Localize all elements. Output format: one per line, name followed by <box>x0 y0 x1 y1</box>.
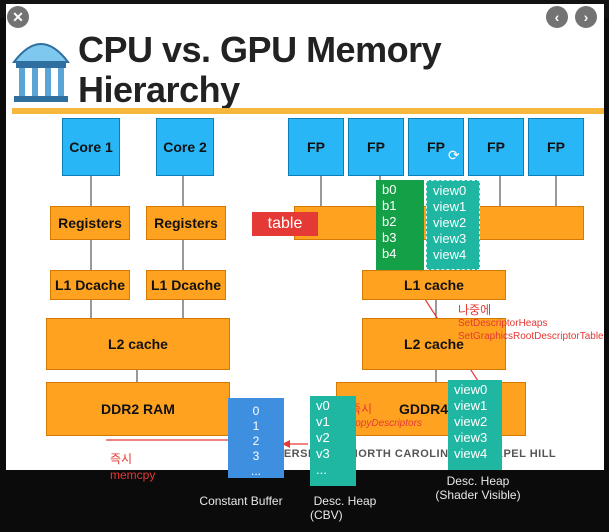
cpu-l1-dcache-1: L1 Dcache <box>50 270 130 300</box>
refresh-icon: ⟳ <box>448 147 460 163</box>
university-logo <box>11 43 71 102</box>
slide-title: CPU vs. GPU Memory Hierarchy <box>78 30 498 110</box>
gpu-l2-cache: L2 cache <box>362 318 506 370</box>
cb-item: ... <box>250 464 261 478</box>
gpu-fp-2: FP <box>348 118 404 176</box>
view-item: view2 <box>433 215 467 230</box>
view-item: view2 <box>454 414 488 429</box>
gpu-fp-4: FP <box>468 118 524 176</box>
cb-item: 1 <box>252 419 260 433</box>
note-immediate-memcpy: 즉시 <box>110 452 133 466</box>
previous-button[interactable]: ‹ <box>546 6 568 28</box>
caption-line: Desc. Heap <box>313 494 377 508</box>
b-register: b1 <box>382 198 397 213</box>
b-register: b4 <box>382 246 397 261</box>
cb-item: 2 <box>252 434 260 448</box>
cbv-item: v3 <box>316 446 330 461</box>
cpu-registers-1: Registers <box>50 206 130 240</box>
desc-heap-shader-visible: view0 view1 view2 view3 view4 <box>448 380 502 470</box>
close-button[interactable]: ✕ <box>7 6 29 28</box>
cpu-core-1: Core 1 <box>62 118 120 176</box>
slide-title-line-2: Hierarchy <box>78 69 240 110</box>
constant-buffer-box: 0 1 2 3 ... <box>228 398 284 478</box>
view-item: view3 <box>454 430 488 445</box>
cbv-item: v1 <box>316 414 330 429</box>
slide-title-line-1: CPU vs. GPU Memory <box>78 29 442 70</box>
b-register: b3 <box>382 230 397 245</box>
caption-desc-heap-shader-visible: Desc. Heap (Shader Visible) <box>418 474 538 502</box>
gpu-fp-1: FP <box>288 118 344 176</box>
title-underline <box>12 108 604 114</box>
slide: CPU vs. GPU Memory Hierarchy <box>6 4 604 470</box>
view-item: view3 <box>433 231 467 246</box>
note-later: 나중에 <box>458 303 492 317</box>
cpu-core-2: Core 2 <box>156 118 214 176</box>
note-set-descriptor-heaps: SetDescriptorHeaps <box>458 318 548 329</box>
gpu-fp-3: FP <box>408 118 464 176</box>
view-item: view1 <box>433 199 467 214</box>
gpu-l1-cache: L1 cache <box>362 270 506 300</box>
selected-view-table: view0 view1 view2 view3 view4 <box>426 180 480 270</box>
cpu-ram: DDR2 RAM <box>46 382 230 436</box>
next-button[interactable]: › <box>575 6 597 28</box>
view-item: view0 <box>433 183 467 198</box>
view-item: view1 <box>454 398 488 413</box>
view-item: view4 <box>454 446 488 461</box>
cpu-l1-dcache-2: L1 Dcache <box>146 270 226 300</box>
cbv-item: v2 <box>316 430 330 445</box>
caption-line: (CBV) <box>310 508 343 522</box>
note-copy-descriptors: CopyDescriptors <box>348 418 422 429</box>
caption-constant-buffer: Constant Buffer <box>199 494 283 508</box>
caption-line: Desc. Heap <box>446 474 510 488</box>
gpu-fp-5: FP <box>528 118 584 176</box>
caption-line: (Shader Visible) <box>435 488 521 502</box>
b-register: b2 <box>382 214 397 229</box>
note-set-root-descriptor-table: SetGraphicsRootDescriptorTable <box>458 331 604 342</box>
view-item: view0 <box>454 382 488 397</box>
b-register: b0 <box>382 182 397 197</box>
caption-desc-heap-cbv: Desc. Heap (CBV) <box>300 494 390 522</box>
cpu-l2-cache: L2 cache <box>46 318 230 370</box>
cbv-item: ... <box>316 462 327 477</box>
cb-item: 0 <box>252 404 260 418</box>
cpu-registers-2: Registers <box>146 206 226 240</box>
note-memcpy: memcpy <box>110 468 156 482</box>
cbv-item: v0 <box>316 398 330 413</box>
cb-item: 3 <box>252 449 260 463</box>
desc-heap-cbv: v0 v1 v2 v3 ... <box>310 396 356 486</box>
view-item: view4 <box>433 247 467 262</box>
table-label: table <box>252 212 318 236</box>
root-signature-b-registers: b0 b1 b2 b3 b4 <box>376 180 424 270</box>
